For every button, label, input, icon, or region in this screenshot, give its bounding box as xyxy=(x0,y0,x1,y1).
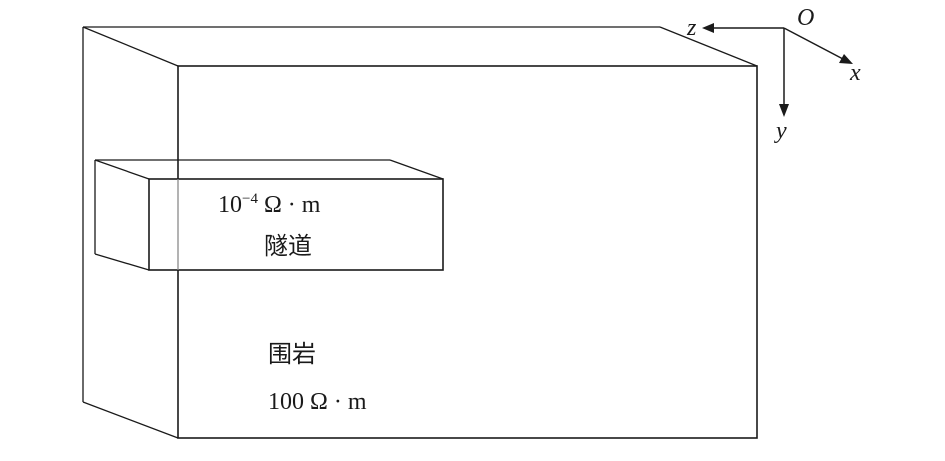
tunnel-back-faces xyxy=(94,159,444,271)
tunnel-top-left-edge xyxy=(94,159,150,180)
tunnel-name-label: 隧道 xyxy=(264,232,312,260)
y-axis-label: y xyxy=(774,118,787,144)
tunnel-resistivity-exponent: −4 xyxy=(242,191,258,207)
tunnel-resistivity-base: 10 xyxy=(218,192,242,218)
rock-bottom-left-edge xyxy=(82,401,179,439)
y-axis-arrowhead xyxy=(779,104,789,117)
rock-top-right-edge xyxy=(659,26,758,67)
tunnel-top-right-edge xyxy=(389,159,444,180)
tunnel-front-face xyxy=(148,178,444,271)
rock-name-label: 围岩 xyxy=(268,340,316,368)
x-axis-label: x xyxy=(849,60,861,86)
z-axis-label: z xyxy=(686,15,697,41)
x-axis-arrowhead xyxy=(839,54,853,64)
tunnel-resistivity-unit: Ω · m xyxy=(258,192,321,218)
rock-resistivity-label: 100 Ω · m xyxy=(268,389,367,415)
origin-label: O xyxy=(797,5,814,31)
tunnel-resistivity-label: 10−4 Ω · m xyxy=(218,191,321,218)
z-axis-arrowhead xyxy=(702,23,714,33)
rock-block xyxy=(82,26,758,439)
coordinate-axes: O z y x xyxy=(686,5,861,144)
tunnel-bottom-left-edge xyxy=(94,253,150,271)
x-axis-line xyxy=(783,27,844,60)
rock-top-left-edge xyxy=(82,26,179,67)
